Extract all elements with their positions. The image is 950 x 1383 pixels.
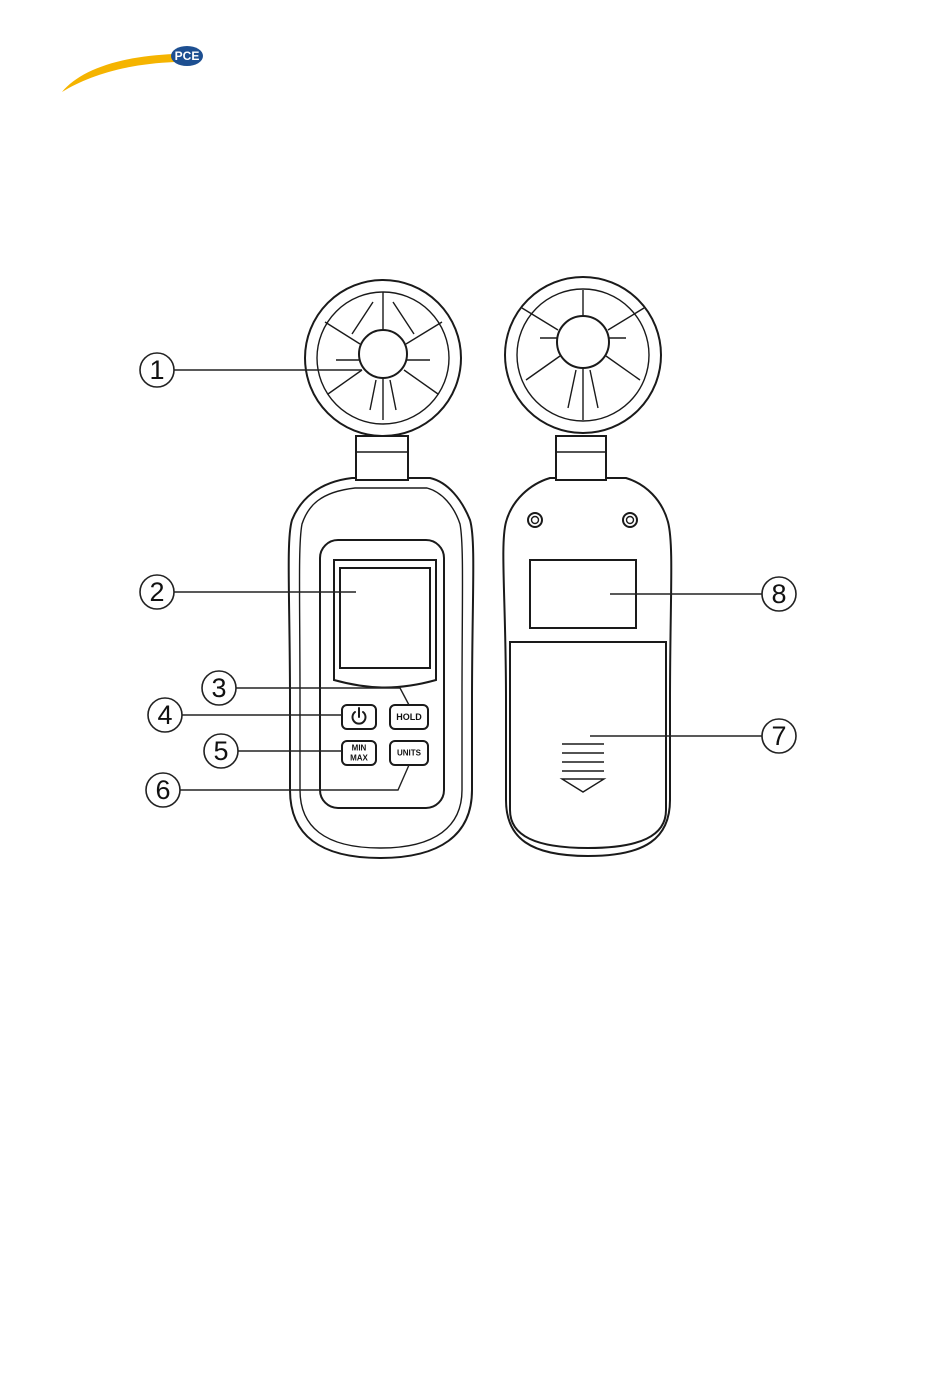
callout-2-number: 2 bbox=[149, 577, 164, 607]
logo-brand-text: PCE bbox=[175, 49, 200, 63]
min-label: MIN bbox=[352, 744, 367, 753]
units-button-label: UNITS bbox=[397, 749, 422, 758]
callout-1: 1 bbox=[140, 353, 174, 387]
power-button[interactable] bbox=[342, 705, 376, 729]
callout-6: 6 bbox=[146, 773, 180, 807]
callout-3-number: 3 bbox=[211, 673, 226, 703]
callout-7: 7 bbox=[762, 719, 796, 753]
min-max-button[interactable]: MIN MAX bbox=[342, 741, 376, 765]
callout-2: 2 bbox=[140, 575, 174, 609]
hold-button[interactable]: HOLD bbox=[390, 705, 428, 729]
front-device: HOLD MIN MAX UNITS bbox=[289, 280, 474, 858]
back-neck bbox=[556, 436, 606, 480]
back-device bbox=[503, 277, 671, 856]
callout-7-number: 7 bbox=[771, 721, 786, 751]
front-display bbox=[334, 560, 436, 688]
max-label: MAX bbox=[350, 754, 368, 763]
callout-4: 4 bbox=[148, 698, 182, 732]
callout-5: 5 bbox=[204, 734, 238, 768]
hold-button-label: HOLD bbox=[396, 712, 422, 722]
callout-6-number: 6 bbox=[155, 775, 170, 805]
callout-8: 8 bbox=[762, 577, 796, 611]
front-vane bbox=[305, 280, 461, 436]
callout-1-number: 1 bbox=[149, 355, 164, 385]
front-neck bbox=[356, 436, 408, 480]
left-screw bbox=[528, 513, 542, 527]
callout-5-number: 5 bbox=[213, 736, 228, 766]
callout-8-number: 8 bbox=[771, 579, 786, 609]
back-vane bbox=[505, 277, 661, 433]
callout-4-number: 4 bbox=[157, 700, 172, 730]
callout-3: 3 bbox=[202, 671, 236, 705]
battery-cover[interactable] bbox=[510, 642, 666, 848]
logo-swoosh bbox=[62, 54, 175, 92]
units-button[interactable]: UNITS bbox=[390, 741, 428, 765]
right-screw bbox=[623, 513, 637, 527]
pce-logo: PCE bbox=[62, 46, 203, 92]
